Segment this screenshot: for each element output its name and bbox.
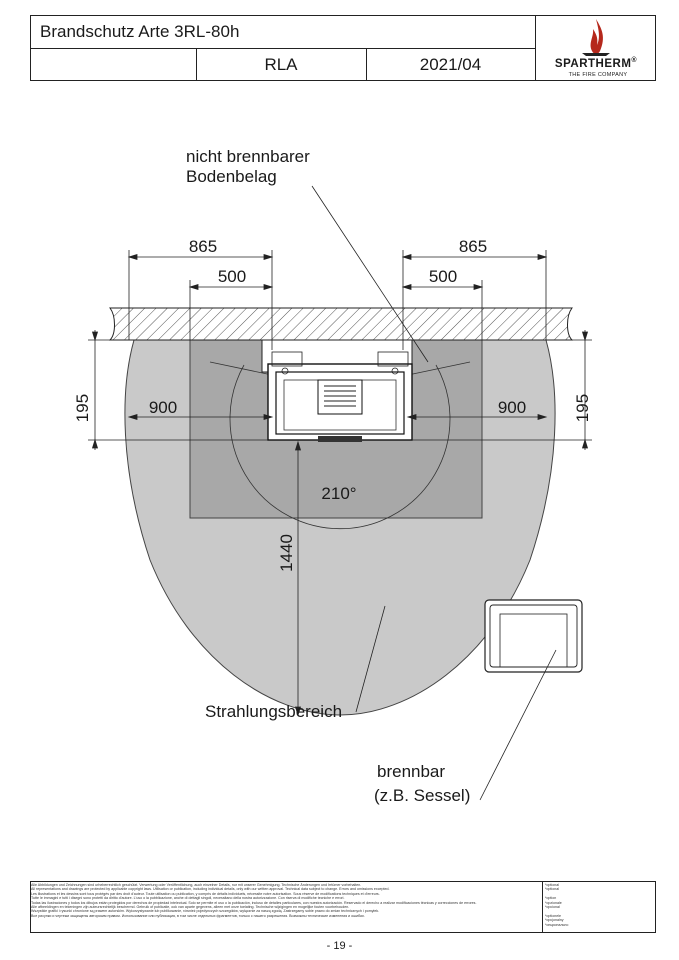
optional-note: *option — [545, 896, 557, 901]
revision-date: 2021/04 — [419, 55, 482, 74]
optional-notes: *optional *optional *option *opzionale *… — [545, 883, 645, 927]
armchair — [484, 599, 583, 673]
dim-right-inner: 500 — [429, 267, 457, 286]
dim-right-depth: 195 — [573, 394, 592, 422]
angle-ray-right — [407, 361, 471, 376]
legal-line-pl: Wszystkie grafiki i rysunki chronione są… — [31, 909, 380, 914]
title-block-vline-main — [535, 15, 536, 81]
optional-note: *opcjonalny — [545, 918, 564, 923]
optional-note: *optional — [545, 883, 559, 887]
brand-tagline: THE FIRE COMPANY — [568, 72, 628, 78]
radiation-angle-label: 210° — [321, 484, 356, 503]
dim-front: 1440 — [277, 534, 296, 572]
dim-right-side: 900 — [498, 398, 526, 417]
legal-notice: Alle Abbildungen und Zeichnungen sind ur… — [31, 883, 541, 931]
combustible-label-line2: (z.B. Sessel) — [374, 786, 470, 805]
title-block-hline — [30, 48, 535, 49]
footer-vline — [542, 881, 543, 933]
page-number: - 19 - — [326, 940, 353, 952]
legal-line-es: Todas las ilustraciones y todos los dibu… — [31, 900, 477, 905]
spartherm-flame-icon — [582, 19, 610, 56]
floor-covering-label-line1: nicht brennbarer — [186, 147, 310, 166]
fireplace-insert — [267, 351, 413, 442]
dim-left-depth: 195 — [73, 394, 92, 422]
legal-line-en: All representations and drawings are pro… — [31, 887, 390, 892]
legal-line-it: Tutte le immagini e tutti i disegni sono… — [31, 896, 345, 901]
title-block-vline-1 — [196, 48, 197, 81]
brand-name-text: SPARTHERM — [554, 57, 632, 70]
model-code: RLA — [264, 55, 298, 74]
brand-name: SPARTHERM® — [540, 57, 652, 70]
legal-line-de: Alle Abbildungen und Zeichnungen sind ur… — [31, 883, 362, 887]
dim-left-inner: 500 — [218, 267, 246, 286]
footer-frame — [30, 881, 656, 933]
optional-note: *опционально — [545, 922, 569, 927]
document-title: Brandschutz Arte 3RL-80h — [40, 22, 240, 41]
legal-line-fr: Les illustrations et les dessins sont to… — [31, 891, 380, 896]
optional-note: *opzionale — [545, 900, 562, 905]
wall-section — [108, 307, 574, 341]
dim-right-outer: 865 — [459, 237, 487, 256]
combustible-label-line1: brennbar — [377, 762, 445, 781]
title-block-vline-2 — [366, 48, 367, 81]
legal-line-nl: Alle afbeeldingen en tekeningen zijn aut… — [31, 905, 350, 910]
dim-left-side: 900 — [149, 398, 177, 417]
radiation-angle-arc — [229, 364, 451, 530]
optional-note: *opcional — [545, 905, 560, 910]
optional-note: *optional — [545, 887, 559, 892]
optional-note: *optionele — [545, 913, 561, 918]
floor-covering-label-line2: Bodenbelag — [186, 167, 277, 186]
legal-line-ru: Все рисунки и чертежи защищены авторским… — [31, 913, 365, 918]
dim-left-outer: 865 — [189, 237, 217, 256]
angle-ray-left — [209, 361, 273, 376]
radiation-zone-label: Strahlungsbereich — [205, 702, 342, 721]
registered-mark: ® — [631, 57, 638, 64]
